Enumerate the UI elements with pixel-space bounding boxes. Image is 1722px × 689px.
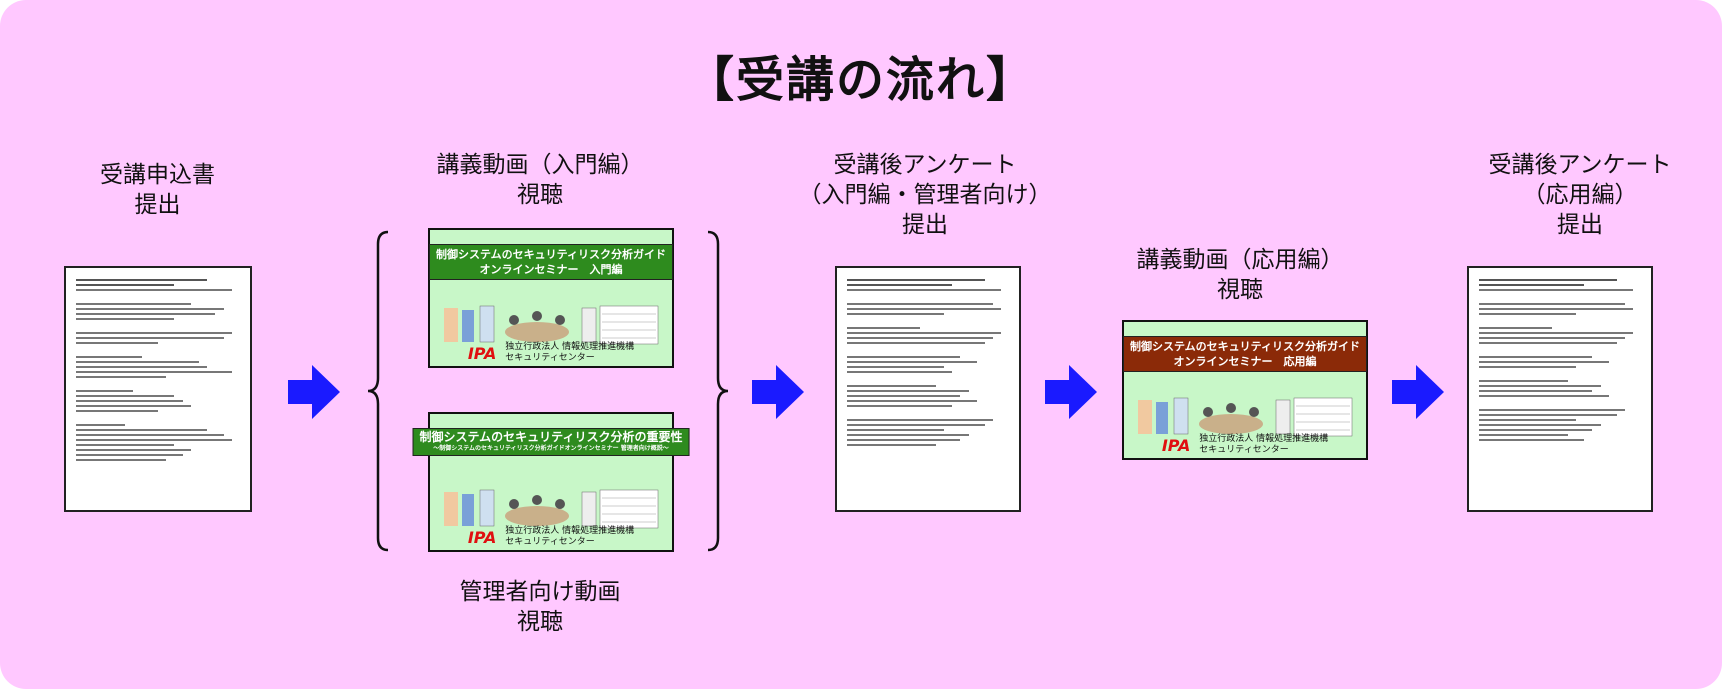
step1-label: 受講申込書 提出 [60,160,255,220]
intro-banner-title: 制御システムのセキュリティリスク分析ガイド [435,248,667,261]
manager-slide-footer: IPA 独立行政法人 情報処理推進機構 セキュリティセンター [430,526,672,548]
step5-line3: 提出 [1557,212,1603,238]
ipa-logo: IPA [467,527,497,547]
seminar-scene-illustration [444,305,659,345]
intro-slide-footer: IPA 独立行政法人 情報処理推進機構 セキュリティセンター [430,342,672,364]
ipa-logo: IPA [1161,435,1191,455]
step2-label: 講義動画（入門編） 視聴 [410,150,670,210]
step3-line3: 提出 [902,212,948,238]
seminar-scene-illustration [1138,397,1353,437]
applied-slide-banner: 制御システムのセキュリティリスク分析ガイド オンラインセミナー 応用編 [1122,336,1368,372]
seminar-scene-illustration [444,489,659,529]
org-name: 独立行政法人 情報処理推進機構 [1199,434,1329,444]
brace-left [368,230,389,552]
org-center: セキュリティセンター [505,537,595,547]
ipa-logo: IPA [467,343,497,363]
brace-right [707,230,728,552]
arrow-2 [752,365,804,419]
applied-video-slide[interactable]: 制御システムのセキュリティリスク分析ガイド オンラインセミナー 応用編 IPA … [1122,320,1368,460]
step4-line1: 講義動画（応用編） [1136,247,1344,273]
arrow-4 [1392,365,1444,419]
step5-label: 受講後アンケート （応用編） 提出 [1455,150,1705,240]
manager-video-slide[interactable]: 制御システムのセキュリティリスク分析の重要性 ～制御システムのセキュリティリスク… [412,412,690,552]
step3-line2: （入門編・管理者向け） [798,182,1052,208]
manager-video-label: 管理者向け動画 視聴 [410,577,670,637]
intro-banner-subtitle: オンラインセミナー 入門編 [479,263,623,276]
org-name: 独立行政法人 情報処理推進機構 [505,342,635,352]
step3-label: 受講後アンケート （入門編・管理者向け） 提出 [790,150,1060,240]
manager-slide-banner: 制御システムのセキュリティリスク分析の重要性 ～制御システムのセキュリティリスク… [412,428,690,456]
step4-line2: 視聴 [1217,277,1263,303]
manager-banner-title: 制御システムのセキュリティリスク分析の重要性 [419,430,683,444]
step2-line1: 講義動画（入門編） [436,152,644,178]
org-center: セキュリティセンター [1199,445,1289,455]
survey-applied-document [1467,266,1653,512]
org-center: セキュリティセンター [505,353,595,363]
survey-intro-document [835,266,1021,512]
manager-video-line1: 管理者向け動画 [459,579,621,605]
step3-line1: 受講後アンケート [833,152,1017,178]
applied-banner-title: 制御システムのセキュリティリスク分析ガイド [1129,340,1361,353]
org-name: 独立行政法人 情報処理推進機構 [505,526,635,536]
step1-line1: 受講申込書 [100,162,215,188]
arrow-3 [1045,365,1097,419]
step5-line2: （応用編） [1522,182,1638,208]
manager-video-line2: 視聴 [517,609,563,635]
application-form-document [64,266,252,512]
applied-slide-footer: IPA 独立行政法人 情報処理推進機構 セキュリティセンター [1124,434,1366,456]
step1-line2: 提出 [134,192,181,218]
step5-line1: 受講後アンケート [1488,152,1672,178]
arrow-1 [288,365,340,419]
intro-slide-banner: 制御システムのセキュリティリスク分析ガイド オンラインセミナー 入門編 [428,244,674,280]
intro-video-slide[interactable]: 制御システムのセキュリティリスク分析ガイド オンラインセミナー 入門編 IPA … [428,228,674,368]
manager-banner-subtitle: ～制御システムのセキュリティリスク分析ガイドオンラインセミナー 管理者向け概説～ [433,445,669,452]
page-title: 【受講の流れ】 [685,52,1036,108]
step2-line2: 視聴 [517,182,563,208]
applied-banner-subtitle: オンラインセミナー 応用編 [1173,355,1317,368]
step4-label: 講義動画（応用編） 視聴 [1110,245,1370,305]
